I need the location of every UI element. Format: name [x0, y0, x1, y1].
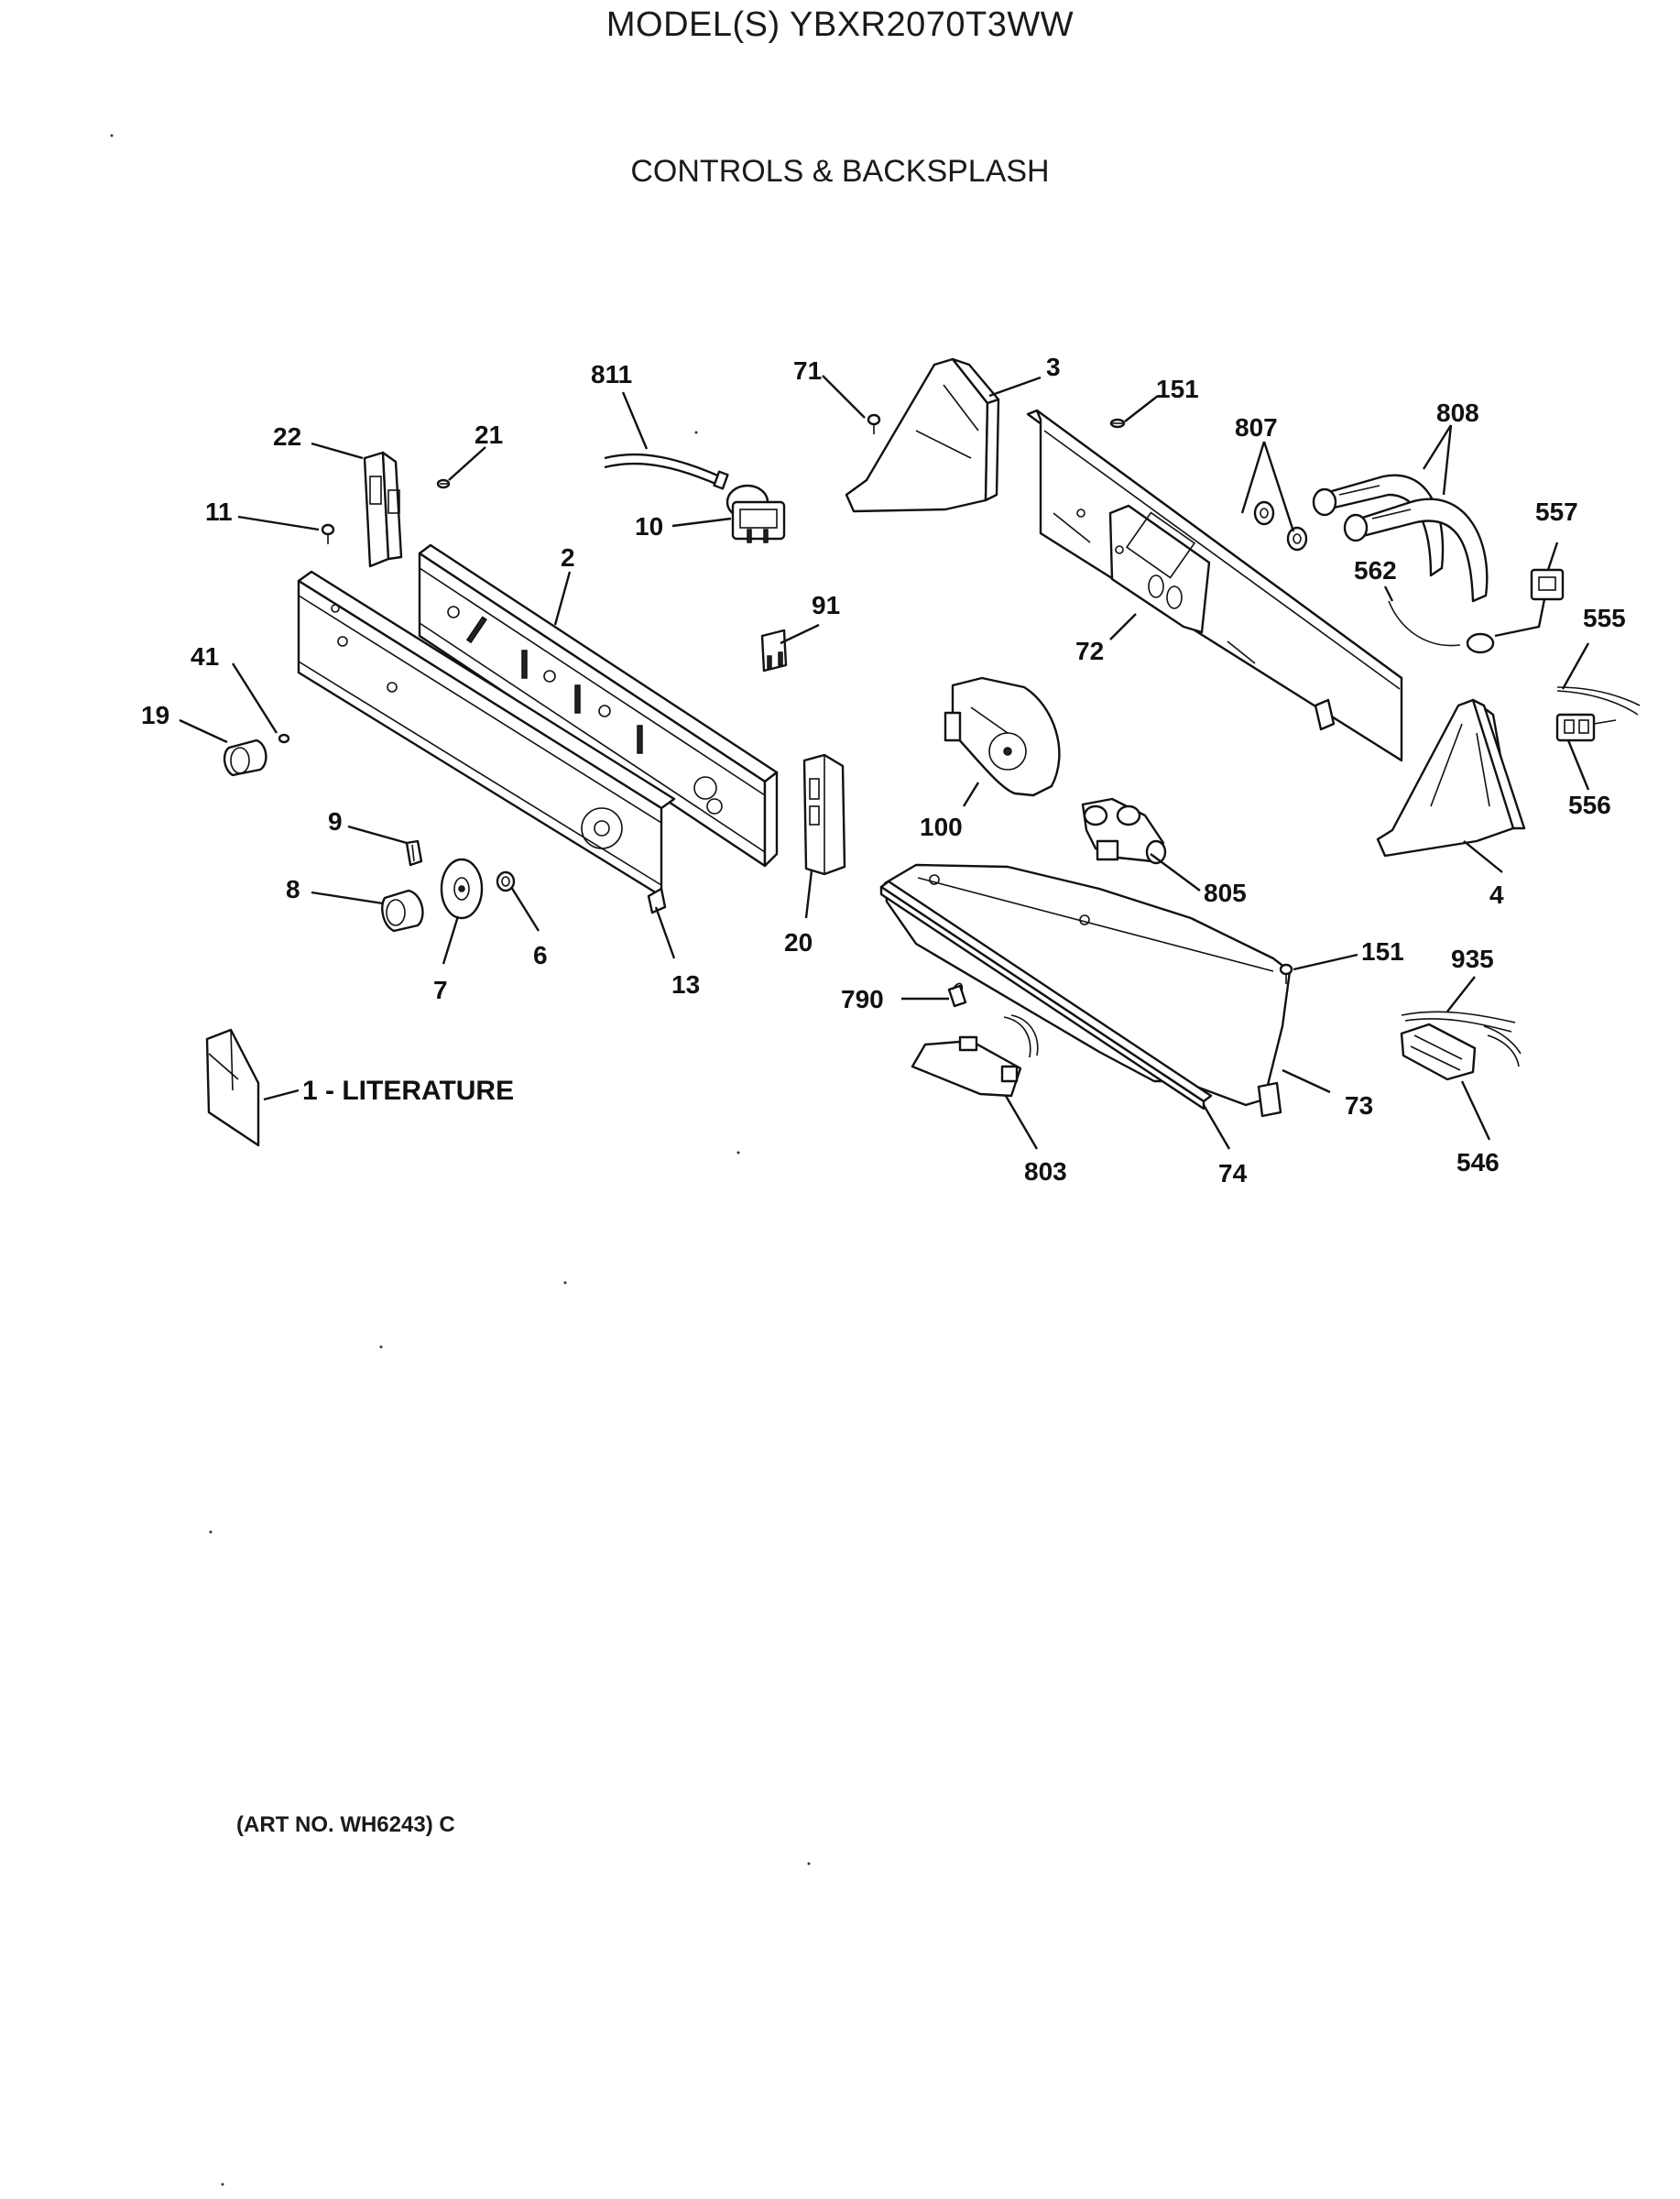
part-73-control-cover	[883, 863, 1292, 1118]
callout-9: 9	[328, 807, 343, 836]
part-151-screw-bottom	[1279, 963, 1293, 984]
part-557-ground-plug	[1494, 568, 1565, 638]
callout-557: 557	[1535, 498, 1578, 526]
callout-72: 72	[1075, 637, 1104, 665]
speck	[221, 2183, 224, 2186]
part-7-dial	[440, 858, 484, 920]
part-805-water-valve	[1081, 797, 1167, 865]
speck	[379, 1345, 383, 1349]
part-790-wire-clip	[947, 982, 967, 1008]
part-808-inlet-hoses	[1312, 474, 1489, 603]
speck	[209, 1530, 213, 1534]
part-4-right-end-cap	[1376, 698, 1526, 858]
speck	[110, 134, 114, 137]
part-100-timer	[944, 676, 1061, 797]
callout-100: 100	[920, 813, 963, 841]
part-151-screw-top	[1109, 418, 1126, 429]
page-title: MODEL(S) YBXR2070T3WW	[605, 5, 1075, 44]
part-13-front-panel	[297, 570, 676, 914]
callout-labels: 811 71 3 151 807 808 22 21 11 10 2 557 5…	[141, 353, 1626, 1187]
part-555-wire	[1556, 686, 1641, 716]
part-6-nut	[496, 870, 516, 892]
callout-151-top: 151	[1156, 375, 1199, 403]
part-91-switch	[760, 629, 788, 673]
callout-3: 3	[1046, 353, 1061, 381]
callout-13: 13	[671, 970, 700, 999]
part-72-backsplash-panel	[1026, 409, 1403, 762]
callout-807: 807	[1235, 413, 1278, 442]
callout-91: 91	[812, 591, 840, 619]
callout-556: 556	[1568, 791, 1611, 819]
callout-2: 2	[561, 543, 575, 572]
part-41-screw	[278, 733, 290, 744]
callout-790: 790	[841, 985, 884, 1013]
callout-935: 935	[1451, 945, 1494, 973]
callout-74: 74	[1218, 1159, 1248, 1187]
callout-811: 811	[591, 360, 632, 388]
literature-label: 1 - LITERATURE	[302, 1076, 514, 1106]
part-11-screw	[321, 523, 335, 544]
part-3-left-end-cap	[845, 357, 1000, 513]
callout-41: 41	[191, 642, 219, 671]
part-21-screw	[436, 478, 451, 489]
part-935-wire-harness	[1401, 1011, 1522, 1067]
part-10-pressure-switch	[725, 484, 786, 543]
part-562-wire-connector	[1388, 600, 1495, 654]
part-9-clip	[405, 839, 423, 867]
speck	[563, 1281, 567, 1285]
speck	[807, 1862, 811, 1865]
part-546-wire-harness-connector	[1400, 1023, 1477, 1081]
callout-73: 73	[1345, 1091, 1373, 1120]
part-74-trim-strip	[879, 880, 1213, 1110]
part-807-hose-washer	[1253, 500, 1308, 552]
callout-10: 10	[635, 512, 663, 541]
callout-21: 21	[475, 421, 503, 449]
callout-805: 805	[1204, 879, 1247, 907]
callout-19: 19	[141, 701, 169, 729]
callout-151-bottom: 151	[1361, 937, 1404, 966]
callout-22: 22	[273, 422, 301, 451]
speck	[694, 431, 698, 434]
part-19-knob	[223, 738, 267, 777]
callout-555: 555	[1583, 604, 1626, 632]
callout-546: 546	[1456, 1148, 1500, 1176]
callout-6: 6	[533, 941, 548, 969]
part-1-literature	[205, 1028, 260, 1147]
speck	[736, 1151, 740, 1154]
section-title: CONTROLS & BACKSPLASH	[630, 154, 1050, 189]
part-20-end-cap	[802, 753, 846, 876]
part-71-screw	[867, 413, 881, 434]
callout-808: 808	[1436, 399, 1479, 427]
leader-lines	[179, 375, 1590, 1150]
callout-7: 7	[433, 976, 448, 1004]
callout-71: 71	[793, 356, 822, 385]
callout-4: 4	[1489, 881, 1504, 909]
part-803-harness-bracket	[911, 1014, 1039, 1098]
part-2-control-panel	[418, 543, 779, 868]
part-556-terminal-block	[1555, 713, 1617, 742]
callout-11: 11	[205, 498, 233, 526]
callout-803: 803	[1024, 1157, 1067, 1186]
part-811-pressure-hose	[604, 431, 729, 490]
callout-562: 562	[1354, 556, 1397, 585]
art-number: (ART NO. WH6243) C	[236, 1812, 455, 1837]
part-22-end-cap-bracket	[363, 451, 403, 568]
part-8-knob	[381, 889, 424, 933]
callout-8: 8	[286, 875, 300, 903]
callout-20: 20	[784, 928, 813, 957]
